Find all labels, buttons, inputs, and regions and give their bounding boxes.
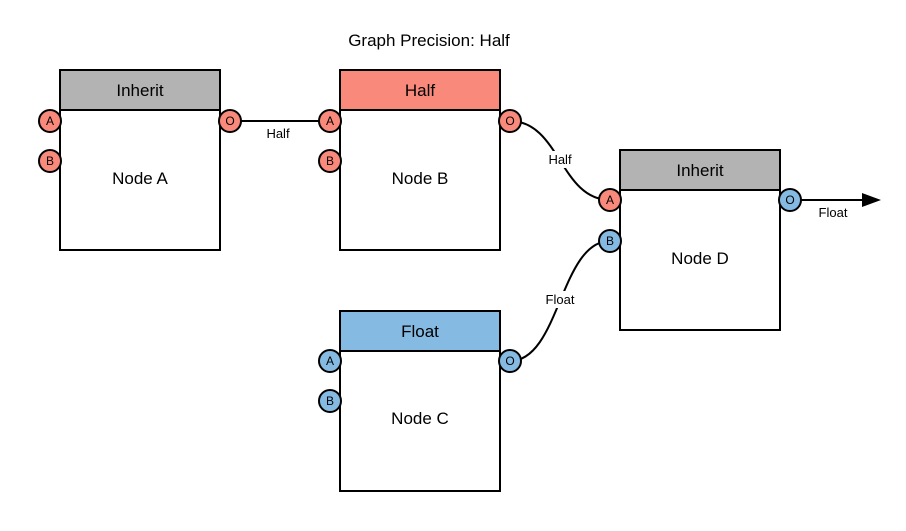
node-d-port-o [778,188,802,212]
node-a-port-o [218,109,242,133]
node-c-header-label: Float [401,322,439,341]
node-d-port-a [598,188,622,212]
node-d-header [619,149,781,191]
page-title: Graph Precision: Half [348,31,510,50]
node-c-port-o [498,349,522,373]
node-b-header [339,69,501,111]
node-b-port-b-letter: B [326,154,334,168]
node-d-port-o-letter: O [785,193,794,207]
node-a-port-b [38,149,62,173]
node-a-port-b-letter: B [46,154,54,168]
node-a-header-label: Inherit [116,81,164,100]
node-d: Inherit Node D [619,149,781,331]
node-b: Half Node B [339,69,501,251]
node-a-port-a-letter: A [46,114,54,128]
node-c: Float Node C [339,310,501,492]
arrowhead-icon [862,193,881,207]
node-c-port-a [318,349,342,373]
node-c-header [339,310,501,352]
node-c-label: Node C [391,409,449,428]
node-b-port-o [498,109,522,133]
edge-label-float-1: Float [546,292,575,307]
edge-label-float-2: Float [819,205,848,220]
node-c-port-b [318,389,342,413]
node-a-port-o-letter: O [225,114,234,128]
edge-label-bg [538,291,582,308]
node-d-port-b-letter: B [606,234,614,248]
node-d-port-a-letter: A [606,193,614,207]
node-a: Inherit Node A [59,69,221,251]
node-a-port-a [38,109,62,133]
node-c-port-a-letter: A [326,354,334,368]
node-b-label: Node B [392,169,449,188]
node-b-port-b [318,149,342,173]
node-b-header-label: Half [405,81,436,100]
node-b-port-a-letter: A [326,114,334,128]
ports-layer: A B O A B O A B O A B O [38,109,802,413]
node-b-port-a [318,109,342,133]
node-d-header-label: Inherit [676,161,724,180]
node-a-header [59,69,221,111]
node-d-port-b [598,229,622,253]
edge-label-bg [541,151,579,168]
edge-label-half-2: Half [548,152,572,167]
node-d-label: Node D [671,249,729,268]
node-c-port-o-letter: O [505,354,514,368]
edge-labels-layer: Half Half Float Float [266,126,848,308]
node-b-port-o-letter: O [505,114,514,128]
edge-label-half-1: Half [266,126,290,141]
node-a-label: Node A [112,169,168,188]
node-c-port-b-letter: B [326,394,334,408]
